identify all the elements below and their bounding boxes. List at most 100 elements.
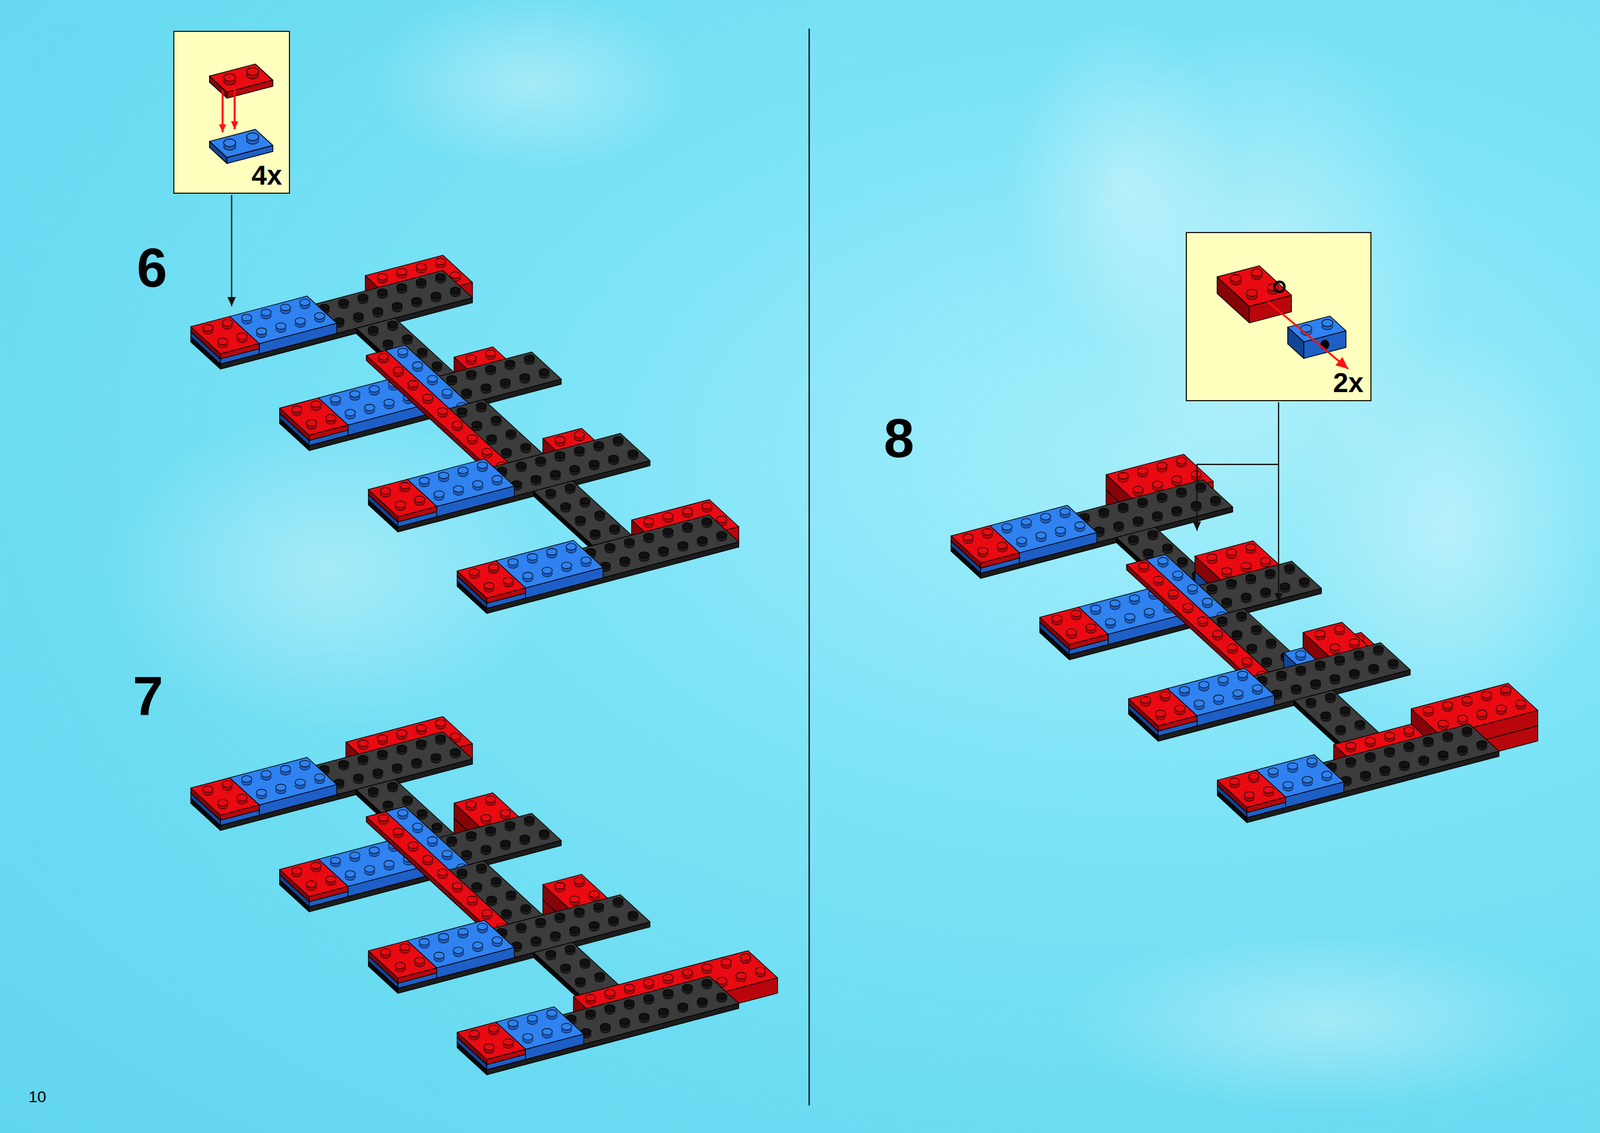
black-plate xyxy=(456,976,739,1075)
stud-top xyxy=(485,795,496,802)
stud-top xyxy=(446,836,457,843)
red-brick xyxy=(950,525,1020,568)
stud-top xyxy=(357,754,369,762)
stud-top xyxy=(527,1014,538,1022)
stud-top xyxy=(643,533,655,540)
stud-top xyxy=(412,822,423,830)
stud-top xyxy=(624,537,635,545)
stud-top xyxy=(535,917,546,925)
stud-top xyxy=(377,273,388,280)
stud-top xyxy=(609,524,620,532)
brick-face xyxy=(495,1006,584,1050)
stud-top xyxy=(1210,496,1221,503)
stud-top xyxy=(516,923,527,930)
stud-top xyxy=(565,483,576,491)
stud-top xyxy=(605,989,616,996)
stud-top xyxy=(384,398,395,406)
stud-top xyxy=(295,778,306,786)
stud-top xyxy=(565,543,577,550)
brick-face xyxy=(456,514,739,608)
stud-top xyxy=(1221,567,1232,574)
stud-top xyxy=(480,814,492,821)
stud-top xyxy=(663,973,674,981)
stud-top xyxy=(520,443,532,450)
stud-top xyxy=(450,271,461,279)
brick-face xyxy=(190,731,473,826)
stud-top xyxy=(589,459,600,467)
brick-face xyxy=(190,316,260,354)
stud-top xyxy=(311,400,322,407)
stud-top xyxy=(237,794,248,801)
stud-top xyxy=(222,319,233,326)
stud-top xyxy=(394,500,406,508)
stud-top xyxy=(435,734,446,741)
stud-top xyxy=(589,921,600,928)
stud-top xyxy=(638,551,650,558)
stud-top xyxy=(314,773,325,781)
stud-top xyxy=(1132,486,1144,493)
stud-top xyxy=(554,436,566,443)
stud-top xyxy=(569,926,581,933)
stud-top xyxy=(480,384,492,391)
black-plate xyxy=(456,514,739,614)
stud-top xyxy=(492,475,503,482)
stud-top xyxy=(697,536,708,543)
stud-top xyxy=(1074,521,1085,529)
stud-top xyxy=(539,368,550,375)
stud-top xyxy=(1171,475,1182,483)
red-brick xyxy=(456,1021,526,1064)
stud-top xyxy=(377,288,388,296)
stud-top xyxy=(306,880,317,888)
stud-top xyxy=(663,512,674,520)
brick-face xyxy=(486,541,739,614)
stud-top xyxy=(658,546,669,553)
stud-top xyxy=(411,758,422,765)
stud-top xyxy=(500,378,511,386)
stud-top xyxy=(1190,470,1202,477)
brick-face xyxy=(368,433,650,527)
stud-top xyxy=(682,968,693,975)
stud-top xyxy=(585,1009,596,1016)
stud-top xyxy=(1117,503,1129,510)
stud-top xyxy=(1035,532,1047,539)
stud-top xyxy=(716,992,728,999)
stud-top xyxy=(539,829,550,836)
stud-top xyxy=(369,846,380,853)
stud-top xyxy=(378,814,389,821)
brick-face xyxy=(229,295,337,344)
stud-top xyxy=(437,407,448,414)
stud-top xyxy=(1190,501,1202,508)
stud-top xyxy=(545,488,557,496)
stud-top xyxy=(442,850,453,857)
stud-top xyxy=(217,337,228,345)
stud-top xyxy=(682,507,693,514)
stud-top xyxy=(627,911,639,918)
stud-top xyxy=(450,748,461,755)
stud-top xyxy=(452,882,463,889)
stud-top xyxy=(1117,472,1129,479)
brick-face xyxy=(368,894,650,989)
stud-top xyxy=(314,312,325,320)
stud-top xyxy=(458,466,469,473)
stud-top xyxy=(574,876,585,884)
stud-top xyxy=(716,531,728,538)
stud-top xyxy=(531,475,542,482)
stud-top xyxy=(522,1033,533,1040)
stud-top xyxy=(575,977,586,984)
photo-glow xyxy=(367,0,695,174)
stud-top xyxy=(434,490,445,497)
stud-top xyxy=(450,732,461,740)
stud-top xyxy=(364,403,375,411)
stud-top xyxy=(500,809,511,816)
stud-top xyxy=(380,948,391,955)
stud-top xyxy=(755,966,766,974)
stud-top xyxy=(453,947,464,954)
stud-top xyxy=(505,890,517,897)
stud-top xyxy=(431,361,443,369)
stud-top xyxy=(431,822,443,830)
photo-glow xyxy=(1060,928,1592,1113)
stud-top xyxy=(613,897,624,904)
stud-top xyxy=(438,933,450,940)
stud-top xyxy=(736,972,747,979)
stud-top xyxy=(291,867,302,874)
